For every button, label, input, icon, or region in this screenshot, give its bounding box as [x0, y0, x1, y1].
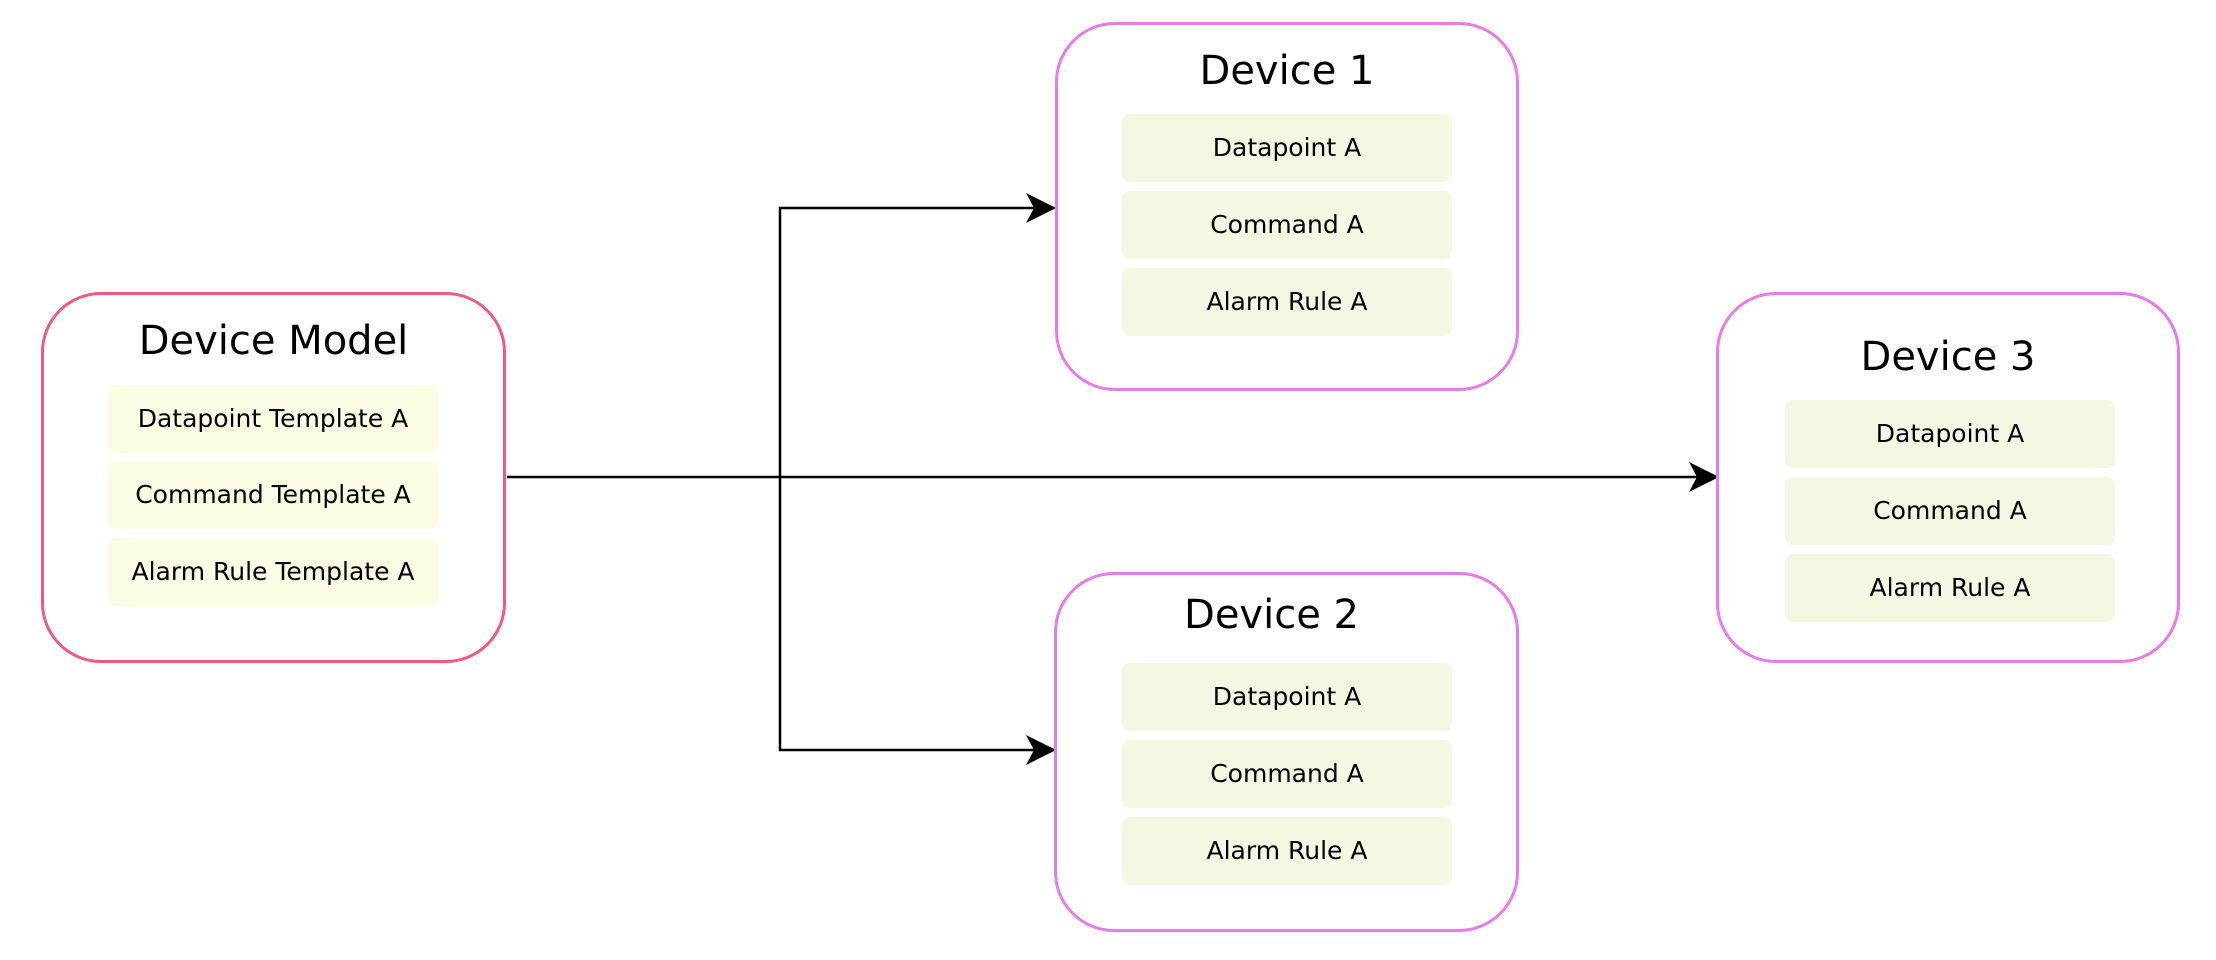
device-2-node: Device 2 Datapoint A Command A Alarm Rul… [1054, 572, 1519, 932]
device-1-item-alarm-rule: Alarm Rule A [1122, 268, 1452, 336]
device-1-item-datapoint: Datapoint A [1122, 114, 1452, 182]
device-1-title: Device 1 [1199, 48, 1375, 94]
device-1-node: Device 1 Datapoint A Command A Alarm Rul… [1055, 22, 1519, 391]
device-model-node: Device Model Datapoint Template A Comman… [41, 292, 506, 663]
device-2-item-datapoint: Datapoint A [1122, 663, 1452, 731]
device-3-item-command: Command A [1785, 477, 2115, 545]
device-2-item-alarm-rule: Alarm Rule A [1122, 817, 1452, 885]
device-model-item-datapoint-template: Datapoint Template A [108, 385, 438, 453]
device-2-item-command: Command A [1122, 740, 1452, 808]
device-3-item-alarm-rule: Alarm Rule A [1785, 554, 2115, 622]
device-1-item-command: Command A [1122, 191, 1452, 259]
device-model-title: Device Model [138, 318, 409, 364]
edge-model-to-device-1 [778, 193, 1056, 477]
device-3-node: Device 3 Datapoint A Command A Alarm Rul… [1716, 292, 2180, 663]
edge-model-to-device-2 [778, 477, 1056, 765]
device-2-title: Device 2 [1184, 592, 1359, 638]
device-model-item-alarm-rule-template: Alarm Rule Template A [108, 538, 438, 606]
device-model-item-command-template: Command Template A [108, 461, 438, 529]
device-3-item-datapoint: Datapoint A [1785, 400, 2115, 468]
device-3-title: Device 3 [1860, 334, 2036, 380]
